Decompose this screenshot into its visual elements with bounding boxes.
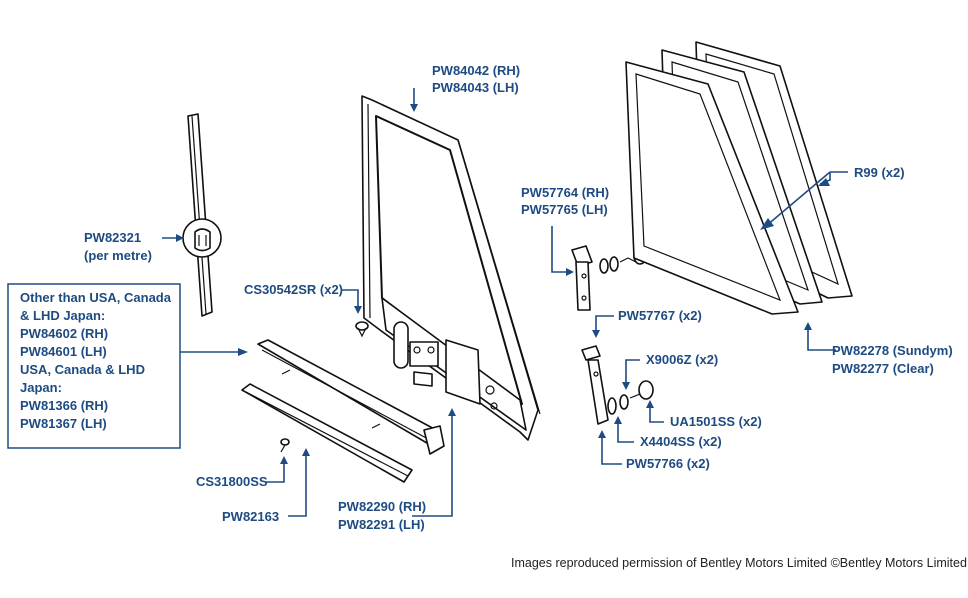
svg-text:PW84602 (RH): PW84602 (RH) — [20, 326, 108, 341]
leader-lines — [162, 88, 848, 517]
run-channel-drawing — [182, 113, 222, 317]
label-spacer: X4404SS (x2) — [640, 434, 722, 449]
svg-text:PW82290 (RH): PW82290 (RH) — [338, 499, 426, 514]
svg-text:PW82278 (Sundym): PW82278 (Sundym) — [832, 343, 953, 358]
label-export-line-2: & LHD Japan: — [20, 308, 105, 323]
small-screw-drawing — [355, 321, 369, 338]
svg-text:X4404SS (x2): X4404SS (x2) — [640, 434, 722, 449]
svg-text:CS31800SS: CS31800SS — [196, 474, 268, 489]
label-channel: PW82321 — [84, 230, 141, 245]
label-base-channel-rh: PW82290 (RH) — [338, 499, 426, 514]
svg-text:PW57767 (x2): PW57767 (x2) — [618, 308, 702, 323]
label-glass-sundym: PW82278 (Sundym) — [832, 343, 953, 358]
svg-text:PW57764 (RH): PW57764 (RH) — [521, 185, 609, 200]
svg-text:PW82321: PW82321 — [84, 230, 141, 245]
svg-text:PW81367 (LH): PW81367 (LH) — [20, 416, 107, 431]
bottom-channel-drawing — [241, 339, 445, 483]
svg-text:PW82163: PW82163 — [222, 509, 279, 524]
svg-text:PW57765 (LH): PW57765 (LH) — [521, 202, 608, 217]
svg-text:PW84042 (RH): PW84042 (RH) — [432, 63, 520, 78]
label-channel-unit: (per metre) — [84, 248, 152, 263]
label-base-channel-lh: PW82291 (LH) — [338, 517, 425, 532]
svg-text:USA, Canada & LHD: USA, Canada & LHD — [20, 362, 145, 377]
label-bracket-top-rh: PW57764 (RH) — [521, 185, 609, 200]
svg-text:& LHD Japan:: & LHD Japan: — [20, 308, 105, 323]
label-export-line-1: Other than USA, Canada — [20, 290, 172, 305]
svg-text:Images reproduced permission o: Images reproduced permission of Bentley … — [511, 556, 967, 570]
svg-text:PW82277 (Clear): PW82277 (Clear) — [832, 361, 934, 376]
door-frame-drawing — [361, 95, 541, 441]
svg-text:PW57766 (x2): PW57766 (x2) — [626, 456, 710, 471]
label-export-line-5: USA, Canada & LHD — [20, 362, 145, 377]
label-bracket-pin: PW57767 (x2) — [618, 308, 702, 323]
svg-text:CS30542SR (x2): CS30542SR (x2) — [244, 282, 343, 297]
bracket-drawing — [571, 245, 654, 425]
image-credit: Images reproduced permission of Bentley … — [511, 556, 967, 570]
label-glass-clear: PW82277 (Clear) — [832, 361, 934, 376]
svg-text:PW81366 (RH): PW81366 (RH) — [20, 398, 108, 413]
label-export-line-4: PW84601 (LH) — [20, 344, 107, 359]
label-export-line-7: PW81366 (RH) — [20, 398, 108, 413]
label-door-frame-lh: PW84043 (LH) — [432, 80, 519, 95]
svg-text:PW84601 (LH): PW84601 (LH) — [20, 344, 107, 359]
svg-text:UA1501SS (x2): UA1501SS (x2) — [670, 414, 762, 429]
label-door-frame-rh: PW84042 (RH) — [432, 63, 520, 78]
svg-text:(per metre): (per metre) — [84, 248, 152, 263]
label-bracket-low: PW57766 (x2) — [626, 456, 710, 471]
svg-text:PW84043 (LH): PW84043 (LH) — [432, 80, 519, 95]
label-bracket-top-lh: PW57765 (LH) — [521, 202, 608, 217]
glass-frames-drawing — [625, 41, 853, 315]
label-export-line-6: Japan: — [20, 380, 62, 395]
label-strip: PW82163 — [222, 509, 279, 524]
label-screw: CS30542SR (x2) — [244, 282, 343, 297]
label-washer: X9006Z (x2) — [646, 352, 718, 367]
svg-text:R99 (x2): R99 (x2) — [854, 165, 905, 180]
svg-text:Japan:: Japan: — [20, 380, 62, 395]
svg-text:Other than USA, Canada: Other than USA, Canada — [20, 290, 172, 305]
label-export-line-3: PW84602 (RH) — [20, 326, 108, 341]
label-seal: R99 (x2) — [854, 165, 905, 180]
export-variant-box — [7, 283, 181, 449]
label-small-screw: CS31800SS — [196, 474, 268, 489]
label-nut: UA1501SS (x2) — [670, 414, 762, 429]
svg-text:PW82291 (LH): PW82291 (LH) — [338, 517, 425, 532]
label-export-line-8: PW81367 (LH) — [20, 416, 107, 431]
svg-text:X9006Z (x2): X9006Z (x2) — [646, 352, 718, 367]
